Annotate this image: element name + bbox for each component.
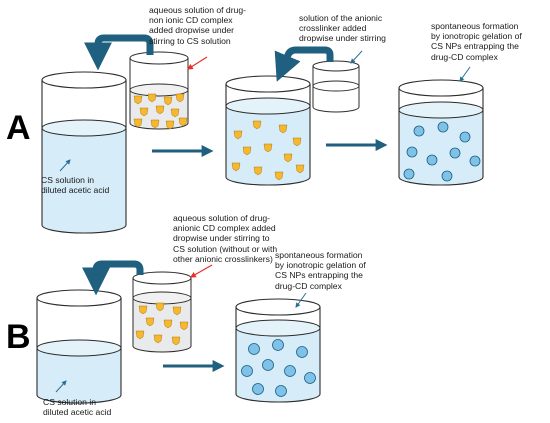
label-nps-a: spontaneous formation by ionotropic gela… — [431, 21, 522, 62]
panel-letter-b: B — [6, 318, 31, 356]
nanoparticle — [275, 385, 287, 397]
pour-arrow-b — [82, 260, 144, 296]
nanoparticle — [241, 365, 253, 377]
beaker-drug-nonionic-cd — [129, 51, 189, 130]
label-drug-anionic-cd: aqueous solution of drug- anionic CD com… — [173, 213, 278, 264]
nanoparticle — [403, 168, 415, 180]
pointer-drug-anionic — [189, 264, 213, 278]
pour-arrow-a2 — [274, 46, 334, 82]
beaker-nanoparticles-b — [235, 298, 321, 403]
nanoparticle — [296, 346, 308, 358]
beaker-anionic-crosslinker — [312, 60, 360, 113]
nanoparticle — [284, 365, 296, 377]
beaker-nanoparticles-a — [398, 79, 484, 186]
pointer-nps-a — [459, 66, 471, 82]
nanoparticle — [272, 339, 284, 351]
nanoparticle — [413, 125, 425, 137]
nanoparticle — [406, 146, 418, 158]
label-cs-solution-b: CS solution in diluted acetic acid — [43, 397, 112, 418]
label-nps-b: spontaneous formation by ionotropic gela… — [275, 250, 366, 291]
pour-arrow-a1 — [84, 34, 154, 71]
beaker-cs-solution-b — [36, 289, 122, 404]
beaker-drug-anionic-cd — [132, 271, 192, 353]
panel-letter-a: A — [6, 109, 31, 147]
label-anionic-crosslinker: solution of the anionic crosslinker adde… — [299, 13, 386, 44]
pointer-nps-b — [295, 292, 307, 308]
nanoparticle — [469, 155, 481, 167]
nanoparticle — [252, 383, 264, 395]
nanoparticle — [426, 154, 438, 166]
label-drug-nonionic-cd: aqueous solution of drug- non ionic CD c… — [149, 5, 246, 46]
beaker-cs-solution-a — [41, 71, 127, 234]
nanoparticle — [304, 372, 316, 384]
pointer-crosslinker — [350, 50, 363, 64]
nanoparticle — [441, 170, 453, 182]
pointer-cs-a — [59, 159, 71, 172]
nanoparticle — [459, 131, 471, 143]
nanoparticle — [262, 359, 274, 371]
beaker-mixture-a — [225, 75, 311, 186]
pointer-drug-nonionic — [186, 56, 208, 70]
pointer-cs-b — [55, 380, 67, 393]
nanoparticle — [437, 121, 449, 133]
nanoparticle — [248, 343, 260, 355]
nanoparticle — [449, 147, 461, 159]
label-cs-solution-a: CS solution in diluted acetic acid — [41, 175, 110, 196]
